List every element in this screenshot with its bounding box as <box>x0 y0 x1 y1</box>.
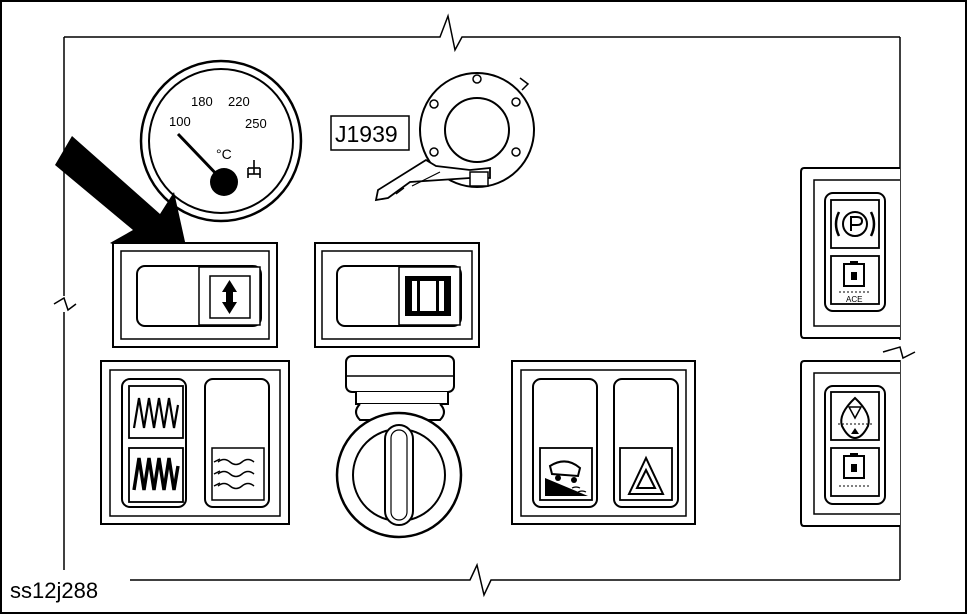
gauge-tick-180: 180 <box>191 94 213 109</box>
heater-switch[interactable] <box>121 378 187 508</box>
hazard-triangle-icon <box>627 455 665 495</box>
right-panel-upper: ACE <box>800 167 900 339</box>
hazard-switch[interactable] <box>613 378 679 508</box>
film-display-icon <box>405 276 451 316</box>
air-flow-switch[interactable] <box>204 378 270 508</box>
fluid-drop-icon <box>838 396 872 440</box>
j1939-connector: J1939 <box>330 72 535 202</box>
heater-switch-panel <box>100 360 290 525</box>
ace-fluid-icon: ACE <box>839 261 871 304</box>
traction-switch[interactable] <box>532 378 598 508</box>
j1939-label-box <box>330 115 410 151</box>
air-flow-icon <box>213 458 255 490</box>
coolant-temp-icon <box>247 160 261 178</box>
gauge-tick-220: 220 <box>228 94 250 109</box>
ignition-key[interactable] <box>384 424 414 526</box>
gauge-unit: °C <box>216 146 232 162</box>
slippery-road-icon <box>545 460 588 496</box>
temperature-gauge: 100 180 220 250 °C <box>139 59 303 223</box>
drive-hazard-panel <box>511 360 696 525</box>
parking-brake-icon <box>834 211 876 237</box>
gauge-tick-250: 250 <box>245 116 267 131</box>
right-panel-lower <box>800 360 900 527</box>
parking-brake-switch[interactable]: ACE <box>824 192 886 312</box>
figure-reference: ss12j288 <box>6 578 103 604</box>
rocker-switch-updown[interactable] <box>112 242 278 348</box>
heater-coil-icon-active <box>132 457 180 491</box>
j1939-label: J1939 <box>335 121 398 147</box>
heater-coil-icon <box>132 397 180 429</box>
gauge-hub <box>210 168 238 196</box>
ignition-key-switch[interactable] <box>335 355 463 539</box>
rocker-switch-display[interactable] <box>314 242 480 348</box>
lower-right-switch[interactable] <box>824 385 886 505</box>
ace-label: ACE <box>846 295 862 304</box>
gauge-tick-100: 100 <box>169 114 191 129</box>
up-down-arrow-icon <box>209 275 251 319</box>
ace-fluid-icon-lower <box>839 453 871 487</box>
